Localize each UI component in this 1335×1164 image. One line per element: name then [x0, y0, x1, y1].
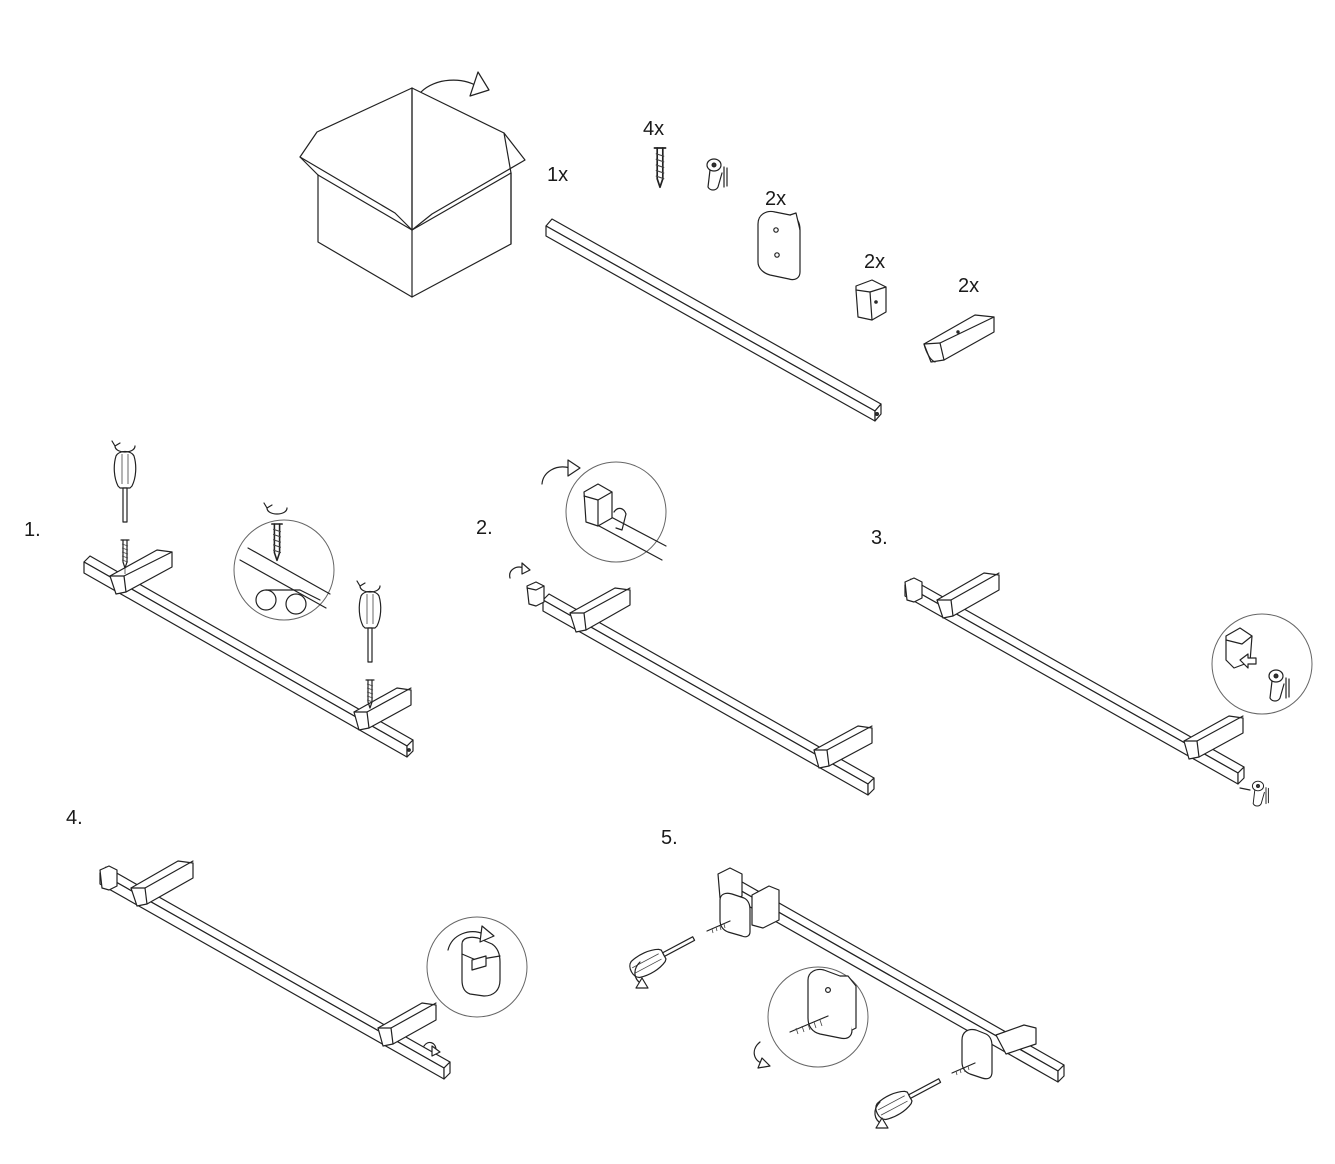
qty-bar-label: 1x: [547, 164, 569, 186]
step-4-number: 4.: [66, 807, 83, 829]
qty-holder-label: 2x: [958, 275, 980, 297]
wall-bracket-part-icon: [757, 210, 801, 281]
step-3-number: 3.: [871, 527, 888, 549]
step-1-illustration: [83, 440, 414, 758]
step-4-illustration: [99, 860, 528, 1080]
step-5-number: 5.: [661, 827, 678, 849]
step-3-illustration: [904, 572, 1313, 807]
screw-part-icon: [653, 147, 667, 189]
step-2-illustration: [509, 459, 875, 796]
step-2-number: 2.: [476, 517, 493, 539]
packaging-box-icon: [299, 71, 526, 298]
qty-bracket-label: 2x: [765, 188, 787, 210]
qty-screw-label: 4x: [643, 118, 665, 140]
wall-plug-part-icon: [706, 158, 728, 191]
towel-bar-part-icon: [545, 218, 882, 422]
bar-holder-part-icon: [923, 314, 995, 363]
qty-endcap-label: 2x: [864, 251, 886, 273]
step-1-number: 1.: [24, 519, 41, 541]
end-cap-part-icon: [855, 279, 887, 321]
step-5-illustration: [625, 867, 1065, 1129]
